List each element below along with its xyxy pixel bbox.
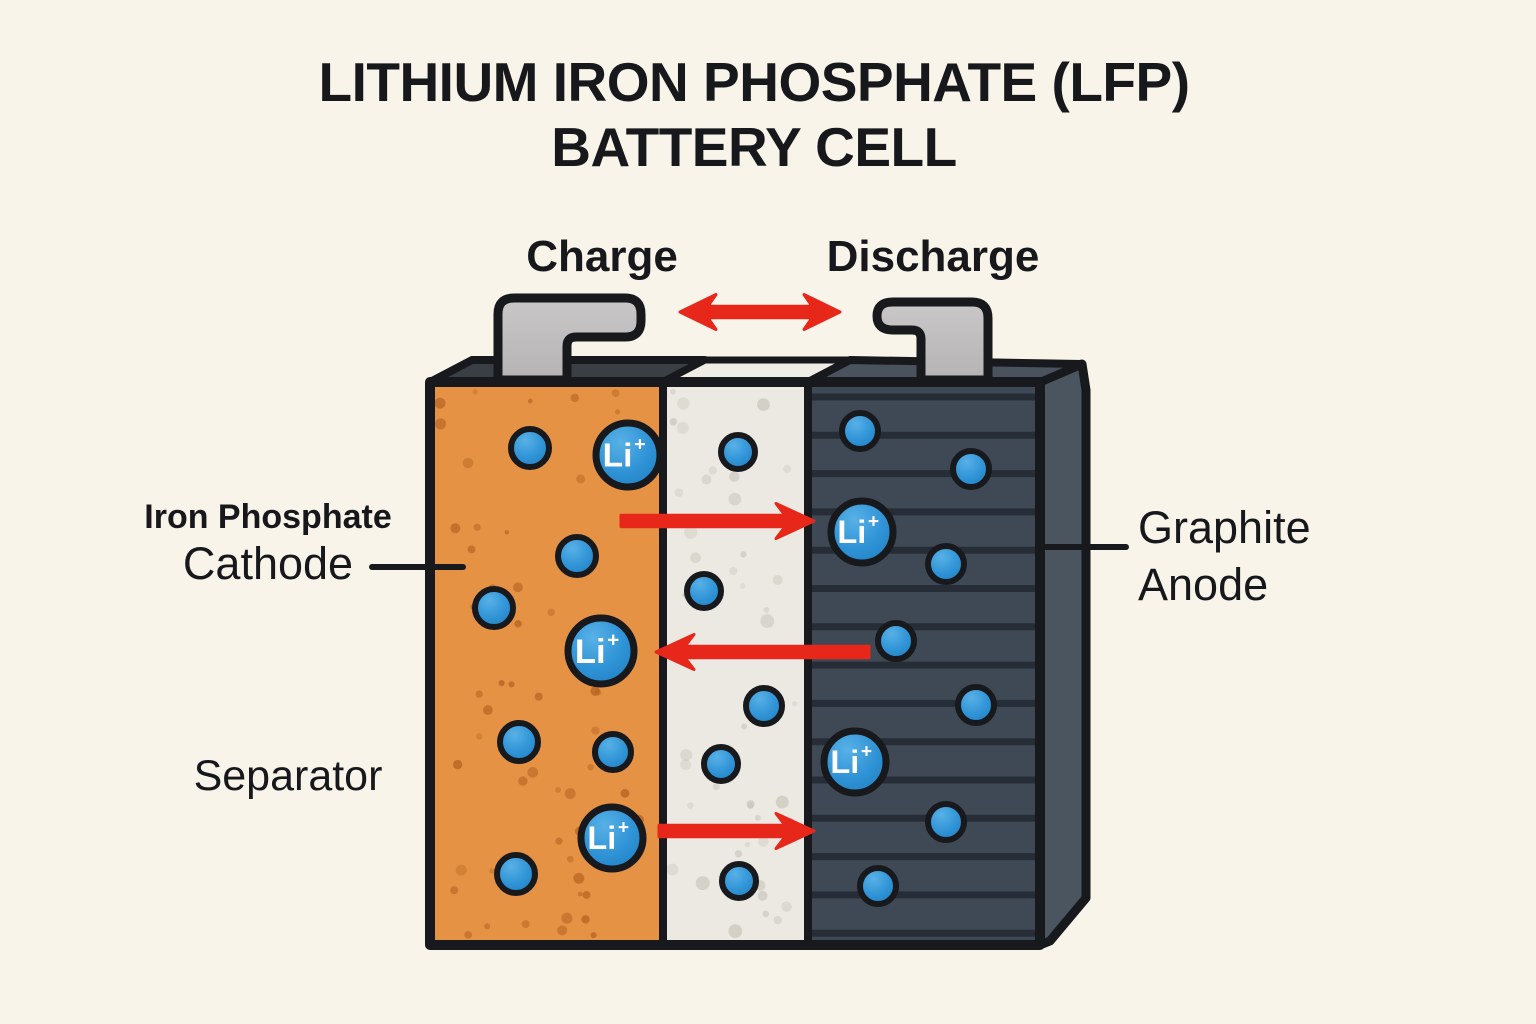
discharge-label: Discharge	[826, 232, 1040, 281]
lithium-ion	[955, 684, 997, 726]
battery-front-border	[425, 377, 1045, 950]
lithium-ion	[925, 543, 967, 585]
diagram-title: LITHIUM IRON PHOSPHATE (LFP) BATTERY CEL…	[0, 50, 1522, 180]
lithium-ion	[494, 852, 538, 896]
lithium-ion	[743, 685, 785, 727]
ion-flow-arrow-right	[657, 812, 816, 850]
separator-speckles	[666, 388, 798, 939]
cathode-label-line1: Iron Phosphate	[144, 498, 392, 536]
lithium-ion	[857, 865, 899, 907]
lithium-ion-labeled: Li+	[827, 497, 897, 567]
lithium-ion	[497, 720, 541, 764]
lithium-ion	[555, 534, 599, 578]
lithium-ion	[875, 620, 917, 662]
lithium-ion	[701, 744, 741, 784]
separator-label: Separator	[193, 752, 383, 800]
charge-label: Charge	[526, 232, 678, 281]
lithium-ion-labeled: Li+	[577, 803, 647, 873]
anode-label-line1: Graphite	[1138, 502, 1311, 553]
left-terminal	[493, 293, 646, 385]
lithium-ion	[508, 426, 552, 470]
anode-label: Graphite Anode	[1138, 500, 1311, 613]
lithium-ion-labeled: Li+	[820, 727, 890, 797]
lithium-ion	[950, 448, 992, 490]
lithium-ion	[472, 586, 516, 630]
lithium-ion	[839, 410, 881, 452]
lithium-ion	[684, 571, 724, 611]
lithium-ion	[718, 432, 758, 472]
lithium-ion-labeled: Li+	[592, 419, 664, 491]
lithium-ion	[719, 861, 759, 901]
title-line-1: LITHIUM IRON PHOSPHATE (LFP)	[318, 51, 1190, 113]
lithium-ion	[592, 731, 634, 773]
battery-side-face	[1035, 359, 1091, 950]
right-terminal	[872, 297, 993, 385]
title-line-2: BATTERY CELL	[551, 115, 957, 178]
ion-flow-arrow-left	[654, 633, 871, 671]
charge-discharge-arrow	[678, 293, 842, 331]
ion-flow-arrow-right	[619, 502, 816, 540]
lithium-ion-labeled: Li+	[564, 614, 638, 688]
cathode-label-line2: Cathode	[182, 538, 354, 590]
lithium-ion	[925, 801, 967, 843]
cathode-label: Iron Phosphate Cathode	[144, 498, 392, 590]
anode-label-line2: Anode	[1138, 558, 1269, 610]
